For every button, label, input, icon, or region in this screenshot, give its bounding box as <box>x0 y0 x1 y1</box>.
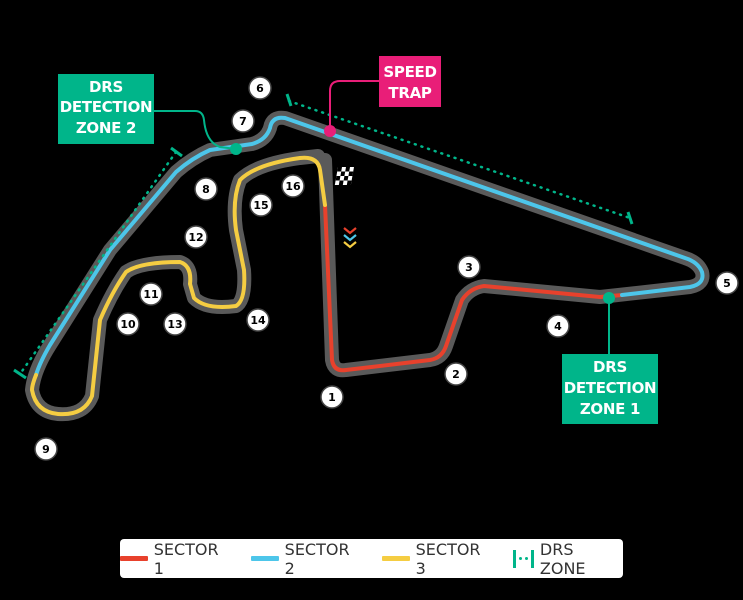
speed-trap-box <box>379 56 441 107</box>
drs-detection-2-box <box>58 74 154 144</box>
speed-trap-line1: SPEED <box>383 63 436 81</box>
speed-trap-marker <box>324 125 336 137</box>
svg-text:14: 14 <box>250 314 266 327</box>
svg-text:7: 7 <box>239 115 247 128</box>
speed-trap-line2: TRAP <box>388 84 431 102</box>
turn-4-marker: 4 <box>546 314 570 338</box>
svg-text:1: 1 <box>328 391 336 404</box>
svg-text:4: 4 <box>554 320 562 333</box>
drs-detection-2-connector <box>153 110 237 150</box>
svg-text:11: 11 <box>143 288 158 301</box>
turn-10-marker: 10 <box>116 312 140 336</box>
drs-zone-1 <box>285 93 634 225</box>
drs-detection-2-line2: DETECTION <box>60 98 153 116</box>
svg-text:15: 15 <box>253 199 268 212</box>
turn-5-marker: 5 <box>715 271 739 295</box>
legend-sector-3: SECTOR 3 <box>381 539 495 578</box>
drs-detection-1-marker <box>603 292 615 304</box>
legend-sector-1-swatch <box>120 556 148 561</box>
turn-16-marker: 16 <box>281 174 305 198</box>
turn-2-marker: 2 <box>444 362 468 386</box>
turn-11-marker: 11 <box>139 282 163 306</box>
turn-15-marker: 15 <box>249 193 273 217</box>
legend-sector-2-swatch <box>250 556 279 561</box>
sector-2-line <box>34 115 705 377</box>
turn-7-marker: 7 <box>231 109 255 133</box>
sector-3-line <box>30 155 327 417</box>
drs-detection-2-line3: ZONE 2 <box>76 119 136 137</box>
turn-13-marker: 13 <box>163 312 187 336</box>
legend-sector-3-label: SECTOR 3 <box>415 539 481 578</box>
drs-zone-icon <box>512 549 534 568</box>
turn-6-marker: 6 <box>248 76 272 100</box>
legend-sector-2-label: SECTOR 2 <box>284 539 350 578</box>
legend: SECTOR 1 SECTOR 2 SECTOR 3 DRS ZONE <box>120 539 623 578</box>
svg-text:3: 3 <box>465 261 473 274</box>
speed-trap-connector <box>329 80 380 131</box>
svg-text:12: 12 <box>188 231 203 244</box>
direction-chevrons-icon <box>343 227 357 249</box>
svg-text:5: 5 <box>723 277 731 290</box>
turn-12-marker: 12 <box>184 225 208 249</box>
legend-drs-zone-label: DRS ZONE <box>539 539 586 578</box>
turn-9-marker: 9 <box>34 437 58 461</box>
drs-detection-2-line1: DRS <box>89 78 123 96</box>
svg-text:13: 13 <box>167 318 182 331</box>
svg-text:2: 2 <box>452 368 460 381</box>
turn-8-marker: 8 <box>194 177 218 201</box>
turn-1-marker: 1 <box>320 385 344 409</box>
turn-markers: 1 2 3 4 5 6 7 8 9 10 11 12 13 14 15 16 <box>34 76 739 461</box>
legend-drs-zone: DRS ZONE <box>512 539 623 578</box>
drs-detection-2-marker <box>230 143 242 155</box>
sector-1-line <box>323 203 624 373</box>
legend-sector-1: SECTOR 1 <box>120 540 233 578</box>
drs-zone-2 <box>13 146 183 380</box>
svg-text:8: 8 <box>202 183 210 196</box>
turn-14-marker: 14 <box>246 308 270 332</box>
svg-text:6: 6 <box>256 82 264 95</box>
drs-detection-1-line1: DRS <box>593 358 627 376</box>
legend-sector-1-label: SECTOR 1 <box>153 539 219 578</box>
svg-text:16: 16 <box>285 180 301 193</box>
svg-text:10: 10 <box>120 318 136 331</box>
legend-sector-2: SECTOR 2 <box>250 539 364 578</box>
drs-detection-1-line3: ZONE 1 <box>580 400 640 418</box>
checkered-flag-icon <box>334 167 354 185</box>
drs-detection-1-box <box>562 354 658 424</box>
svg-text:9: 9 <box>42 443 50 456</box>
drs-detection-1-line2: DETECTION <box>564 379 657 397</box>
turn-3-marker: 3 <box>457 255 481 279</box>
legend-sector-3-swatch <box>381 556 410 561</box>
